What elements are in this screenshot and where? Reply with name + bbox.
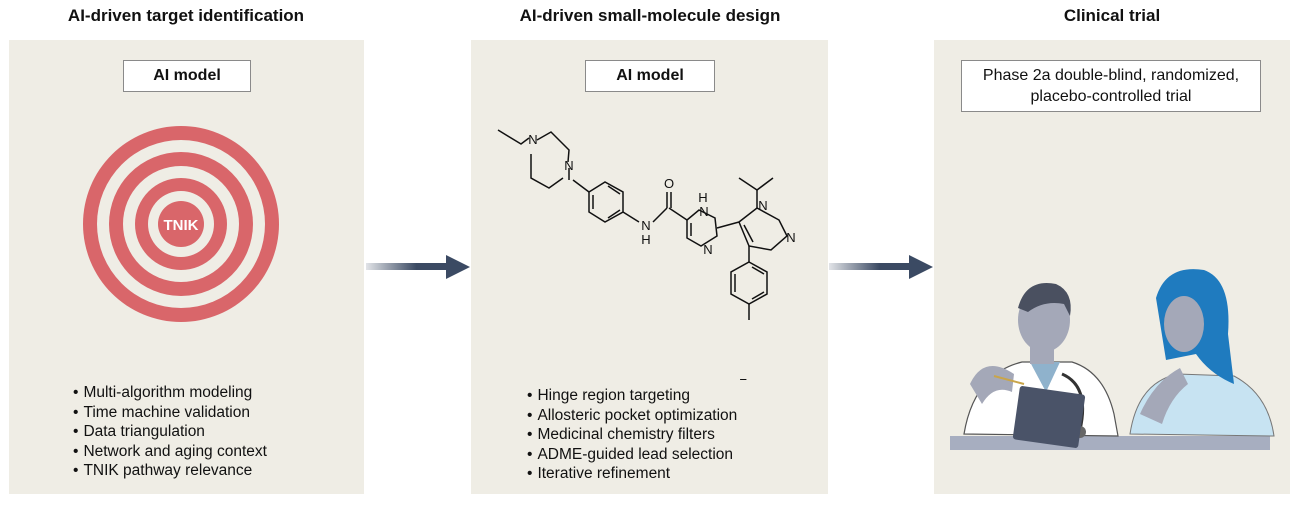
bullet-item: Iterative refinement <box>527 464 737 484</box>
stage1-bullets: Multi-algorithm modeling Time machine va… <box>73 383 267 481</box>
bullet-item: Data triangulation <box>73 422 267 442</box>
svg-text:N: N <box>786 230 795 245</box>
bullet-item: Allosteric pocket optimization <box>527 406 737 426</box>
bullet-item: Hinge region targeting <box>527 386 737 406</box>
target-center <box>158 201 204 247</box>
svg-text:H: H <box>641 232 650 247</box>
svg-text:N: N <box>641 218 650 233</box>
stage3-panel: Phase 2a double-blind, randomized, place… <box>934 40 1290 494</box>
svg-text:N: N <box>564 158 573 173</box>
doctor-patient-illustration <box>950 269 1275 450</box>
arrow-right-icon <box>366 255 470 279</box>
stage1-model-box: AI model <box>123 60 251 92</box>
trial-description-box: Phase 2a double-blind, randomized, place… <box>961 60 1261 112</box>
doctor-figure <box>963 283 1119 448</box>
svg-text:N: N <box>758 198 767 213</box>
stage2-model-box: AI model <box>585 60 715 92</box>
svg-text:N: N <box>528 132 537 147</box>
stage2-title: AI-driven small-molecule design <box>519 6 781 25</box>
stage3-title: Clinical trial <box>1063 6 1161 25</box>
bullet-item: TNIK pathway relevance <box>73 461 267 481</box>
stage2-panel: AI model <box>471 40 828 494</box>
svg-text:N: N <box>703 242 712 257</box>
svg-text:N: N <box>699 204 708 219</box>
bullet-item: Network and aging context <box>73 442 267 462</box>
bullet-item: Multi-algorithm modeling <box>73 383 267 403</box>
molecule-structure-icon: N N N O H N H N N N F <box>497 129 796 380</box>
bullet-item: ADME-guided lead selection <box>527 445 737 465</box>
svg-text:H: H <box>698 190 707 205</box>
stage1-title: AI-driven target identification <box>67 6 305 25</box>
target-icon: TNIK <box>83 126 279 322</box>
bullet-item: Medicinal chemistry filters <box>527 425 737 445</box>
target-label: TNIK <box>164 217 199 234</box>
arrow-right-icon <box>829 255 933 279</box>
patient-figure <box>1129 269 1275 437</box>
stage1-panel: AI model TNIK Multi-algorithm modeling T… <box>9 40 364 494</box>
stage2-bullets: Hinge region targeting Allosteric pocket… <box>527 386 737 484</box>
svg-text:O: O <box>664 176 674 191</box>
bullet-item: Time machine validation <box>73 403 267 423</box>
svg-text:F: F <box>739 376 747 380</box>
